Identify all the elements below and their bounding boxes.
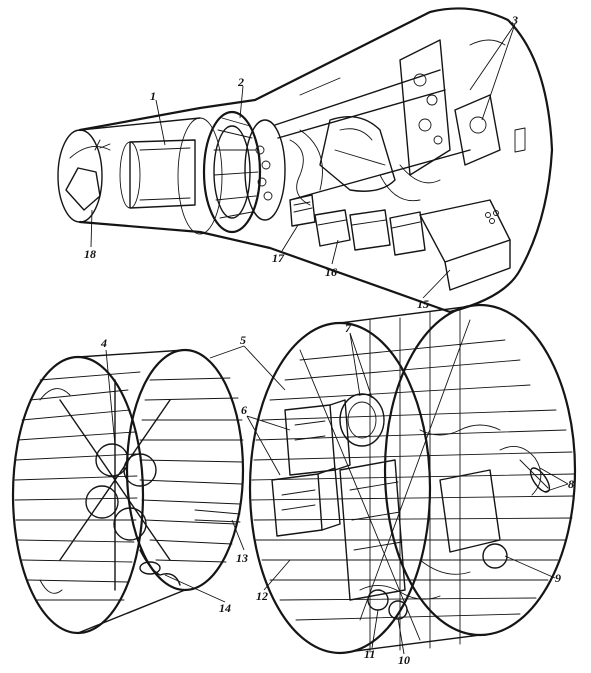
callout-12: 12 <box>256 589 268 603</box>
callout-11: 11 <box>364 647 375 661</box>
equipment-section-frame-drawing <box>248 303 577 655</box>
callout-labels: 1 2 3 4 5 6 7 8 9 10 11 12 13 14 15 16 1… <box>84 13 574 667</box>
capsule-cutaway-drawing <box>57 7 554 314</box>
callout-4: 4 <box>100 336 107 350</box>
callout-17: 17 <box>272 251 285 265</box>
callout-14: 14 <box>219 601 231 615</box>
callout-9: 9 <box>555 571 561 585</box>
callout-15: 15 <box>417 297 429 311</box>
callout-13: 13 <box>236 551 248 565</box>
callout-5: 5 <box>240 333 246 347</box>
callout-6: 6 <box>241 403 247 417</box>
callout-16: 16 <box>325 265 337 279</box>
callout-1: 1 <box>150 89 156 103</box>
leader-lines <box>90 23 569 655</box>
callout-8: 8 <box>568 477 574 491</box>
callout-18: 18 <box>84 247 96 261</box>
callout-7: 7 <box>345 321 352 335</box>
rear-section-frame-drawing <box>11 348 245 635</box>
callout-10: 10 <box>398 653 410 667</box>
callout-3: 3 <box>511 13 518 27</box>
callout-2: 2 <box>237 75 244 89</box>
